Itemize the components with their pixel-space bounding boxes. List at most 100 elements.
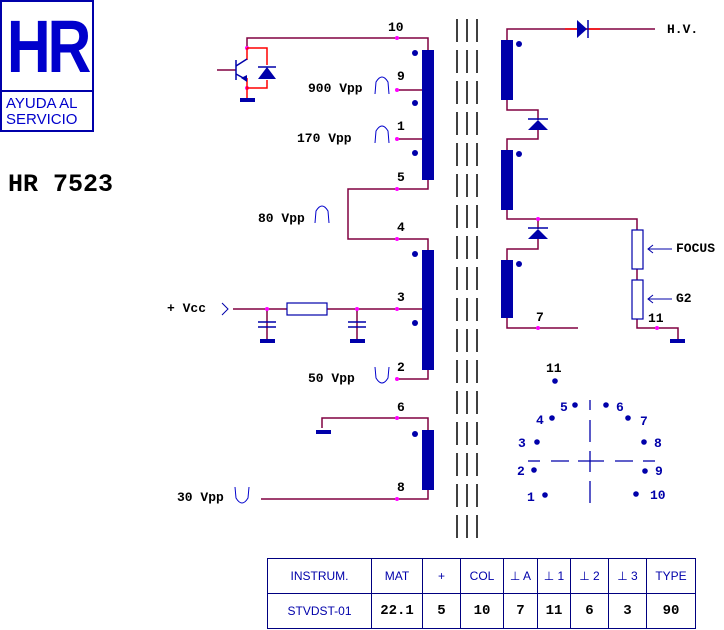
pinout-label-10: 10 bbox=[650, 488, 666, 503]
pin-label-11: 11 bbox=[648, 311, 664, 326]
waveform-label-170vpp: 170 Vpp bbox=[297, 131, 352, 146]
spec-table-header: INSTRUM. MAT + COL ⊥ A ⊥ 1 ⊥ 2 ⊥ 3 TYPE bbox=[267, 558, 696, 594]
ground-icon bbox=[350, 339, 365, 343]
header-gnd-2: ⊥ 2 bbox=[570, 558, 609, 594]
wire-pin6 bbox=[321, 417, 429, 430]
waveform-label-50vpp: 50 Vpp bbox=[308, 371, 355, 386]
pin-label-4: 4 bbox=[397, 220, 405, 235]
waveform-pulse-icon bbox=[374, 125, 390, 144]
transformer-core bbox=[456, 19, 478, 538]
vcc-label: + Vcc bbox=[167, 301, 206, 316]
pin-label-6: 6 bbox=[397, 400, 405, 415]
value-gnd-a: 7 bbox=[503, 593, 538, 629]
hv-diode bbox=[565, 20, 600, 38]
logo-brand-area: HR bbox=[2, 2, 92, 92]
pin-label-5: 5 bbox=[397, 170, 405, 185]
node bbox=[395, 88, 399, 92]
diode-icon bbox=[528, 229, 548, 239]
value-gnd-2: 6 bbox=[570, 593, 609, 629]
node bbox=[536, 326, 540, 330]
focus-arrow-icon bbox=[647, 244, 672, 254]
resistor-icon bbox=[286, 302, 328, 316]
waveform-pulse-icon bbox=[374, 76, 390, 95]
windings bbox=[422, 40, 513, 490]
wire-pin10 bbox=[246, 37, 429, 50]
pin-labels: 10 9 1 5 4 3 2 6 8 7 11 900 Vpp 170 Vpp … bbox=[167, 20, 715, 505]
transistor-collector bbox=[235, 58, 248, 67]
pin-dot bbox=[534, 439, 540, 445]
g2-label: G2 bbox=[676, 291, 692, 306]
node bbox=[395, 307, 399, 311]
wire-pin2 bbox=[398, 370, 429, 380]
logo-brand: HR bbox=[6, 5, 90, 88]
pin-dot bbox=[531, 467, 537, 473]
emitter-arrow-icon bbox=[241, 75, 247, 82]
pin-dot bbox=[603, 402, 609, 408]
waveform-label-80vpp: 80 Vpp bbox=[258, 211, 305, 226]
header-gnd-a: ⊥ A bbox=[503, 558, 538, 594]
spec-table: INSTRUM. MAT + COL ⊥ A ⊥ 1 ⊥ 2 ⊥ 3 TYPE … bbox=[267, 558, 696, 629]
pin-dot bbox=[633, 491, 639, 497]
waveform-inverted-pulse-icon bbox=[374, 366, 390, 384]
g2-pot-icon bbox=[631, 279, 644, 320]
spec-table-row: STVDST-01 22.1 5 10 7 11 6 3 90 bbox=[267, 593, 696, 629]
pinout-label-3: 3 bbox=[518, 436, 526, 451]
pin-dot bbox=[572, 402, 578, 408]
pinout-labels: 11 5 4 3 2 1 6 7 8 9 10 bbox=[517, 361, 666, 505]
pinout-label-5: 5 bbox=[560, 400, 568, 415]
dot bbox=[516, 151, 522, 157]
value-gnd-3: 3 bbox=[608, 593, 647, 629]
dot bbox=[412, 50, 418, 56]
pinout-dots bbox=[531, 378, 648, 498]
focus-label: FOCUS bbox=[676, 241, 715, 256]
focus-pot-icon bbox=[631, 229, 644, 270]
ground-icon bbox=[316, 430, 331, 434]
damper-diode-icon bbox=[258, 67, 276, 79]
node bbox=[395, 377, 399, 381]
wire-d3-bot bbox=[506, 239, 539, 260]
wire-pin7 bbox=[506, 318, 578, 329]
dot bbox=[412, 100, 418, 106]
waveform-label-900vpp: 900 Vpp bbox=[308, 81, 363, 96]
waveforms bbox=[234, 76, 390, 504]
waveform-inverted-pulse-icon bbox=[234, 486, 250, 504]
dot bbox=[412, 251, 418, 257]
logo-subtitle: AYUDA AL SERVICIO bbox=[6, 96, 77, 128]
value-plus: 5 bbox=[422, 593, 461, 629]
logo-line2: SERVICIO bbox=[6, 111, 78, 128]
waveform-label-30vpp: 30 Vpp bbox=[177, 490, 224, 505]
logo: HR AYUDA AL SERVICIO bbox=[0, 0, 94, 132]
pin-dot bbox=[549, 415, 555, 421]
header-type: TYPE bbox=[646, 558, 696, 594]
pinout-label-2: 2 bbox=[517, 464, 525, 479]
wire-pin5-pin4 bbox=[347, 180, 429, 250]
ground-icon bbox=[260, 339, 275, 343]
vcc-filter bbox=[221, 302, 366, 343]
pin-label-7: 7 bbox=[536, 310, 544, 325]
pinout-label-8: 8 bbox=[654, 436, 662, 451]
pin-dot bbox=[641, 439, 647, 445]
pinout-label-6: 6 bbox=[616, 400, 624, 415]
node bbox=[395, 187, 399, 191]
ground-icon bbox=[240, 98, 255, 102]
node bbox=[265, 307, 269, 311]
value-instrum: STVDST-01 bbox=[267, 593, 372, 629]
winding-primary-3 bbox=[422, 430, 434, 490]
vcc-arrow-icon bbox=[221, 302, 229, 316]
header-mat: MAT bbox=[371, 558, 423, 594]
winding-secondary-1 bbox=[501, 40, 513, 100]
header-instrum: INSTRUM. bbox=[267, 558, 372, 594]
node bbox=[395, 497, 399, 501]
pin-label-3: 3 bbox=[397, 290, 405, 305]
pin-dot bbox=[542, 492, 548, 498]
waveform-pulse-icon bbox=[314, 205, 330, 224]
pin-label-10: 10 bbox=[388, 20, 404, 35]
dot bbox=[516, 261, 522, 267]
pin-label-1: 1 bbox=[397, 119, 405, 134]
pinout-label-9: 9 bbox=[655, 464, 663, 479]
value-mat: 22.1 bbox=[371, 593, 423, 629]
winding-primary-2 bbox=[422, 250, 434, 370]
nodes bbox=[245, 36, 659, 501]
value-col: 10 bbox=[460, 593, 504, 629]
